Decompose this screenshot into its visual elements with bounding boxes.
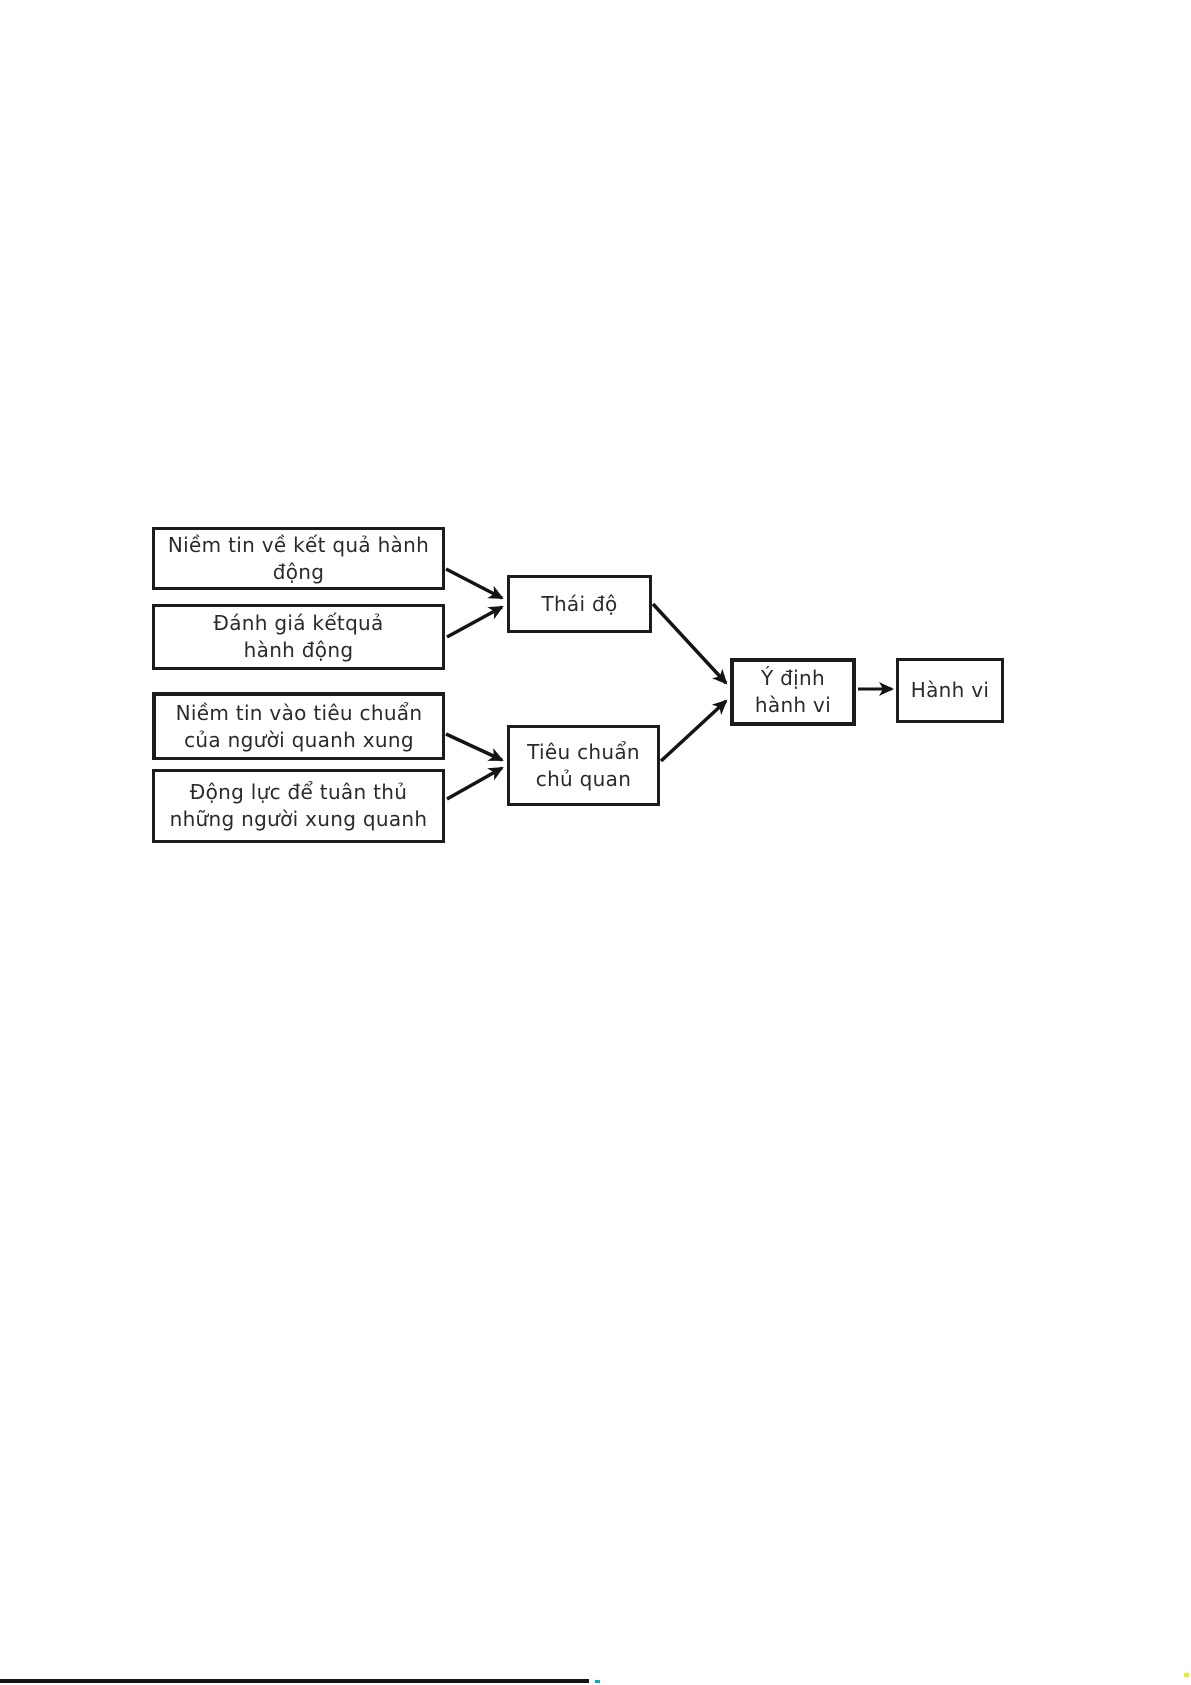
node-label-line: Đánh giá kếtquả <box>213 611 384 635</box>
node-evaluation-of-outcomes: Đánh giá kếtquả hành động <box>152 604 445 670</box>
arrow-motivation-to-norm <box>446 766 504 801</box>
node-motivation-to-comply: Động lực để tuân thủ những người xung qu… <box>152 769 445 843</box>
node-subjective-norm: Tiêu chuẩn chủ quan <box>507 725 660 806</box>
node-normative-beliefs: Niềm tin vào tiêu chuẩn của người quanh … <box>152 692 445 760</box>
node-label-line: chủ quan <box>535 766 632 791</box>
node-label-line: Tiêu chuẩn <box>527 739 640 764</box>
node-behavioral-intention: Ý định hành vi <box>730 658 856 726</box>
node-label-line: Niềm tin vào tiêu chuẩn <box>175 700 423 725</box>
node-label-line: Thái độ <box>541 591 618 616</box>
scan-artifact-yellow-dot <box>1184 1673 1189 1677</box>
node-belief-about-outcomes: Niềm tin về kết quả hành động <box>152 527 445 590</box>
node-behavior: Hành vi <box>896 658 1004 723</box>
arrow-attitude-to-intention <box>651 602 728 685</box>
node-label-line: Ý định <box>761 666 825 690</box>
node-label-line: của người quanh xung <box>184 727 414 752</box>
page-bottom-rule <box>0 1679 589 1683</box>
node-label-line: những người xung quanh <box>169 807 428 831</box>
arrow-belief-to-attitude <box>445 567 504 600</box>
scan-artifact-cyan-dot <box>595 1680 600 1683</box>
node-label-line: động <box>272 559 325 584</box>
node-attitude: Thái độ <box>507 575 652 633</box>
node-label-line: Động lực để tuân thủ <box>189 780 408 804</box>
arrow-evaluate-to-attitude <box>446 605 504 639</box>
node-label-line: Hành vi <box>910 678 990 702</box>
node-label-line: hành động <box>243 638 354 662</box>
node-label-line: hành vi <box>754 693 832 717</box>
arrow-norm-to-intention <box>659 699 728 763</box>
arrow-normative-to-norm <box>445 732 504 762</box>
node-label-line: Niềm tin về kết quả hành <box>167 532 430 557</box>
